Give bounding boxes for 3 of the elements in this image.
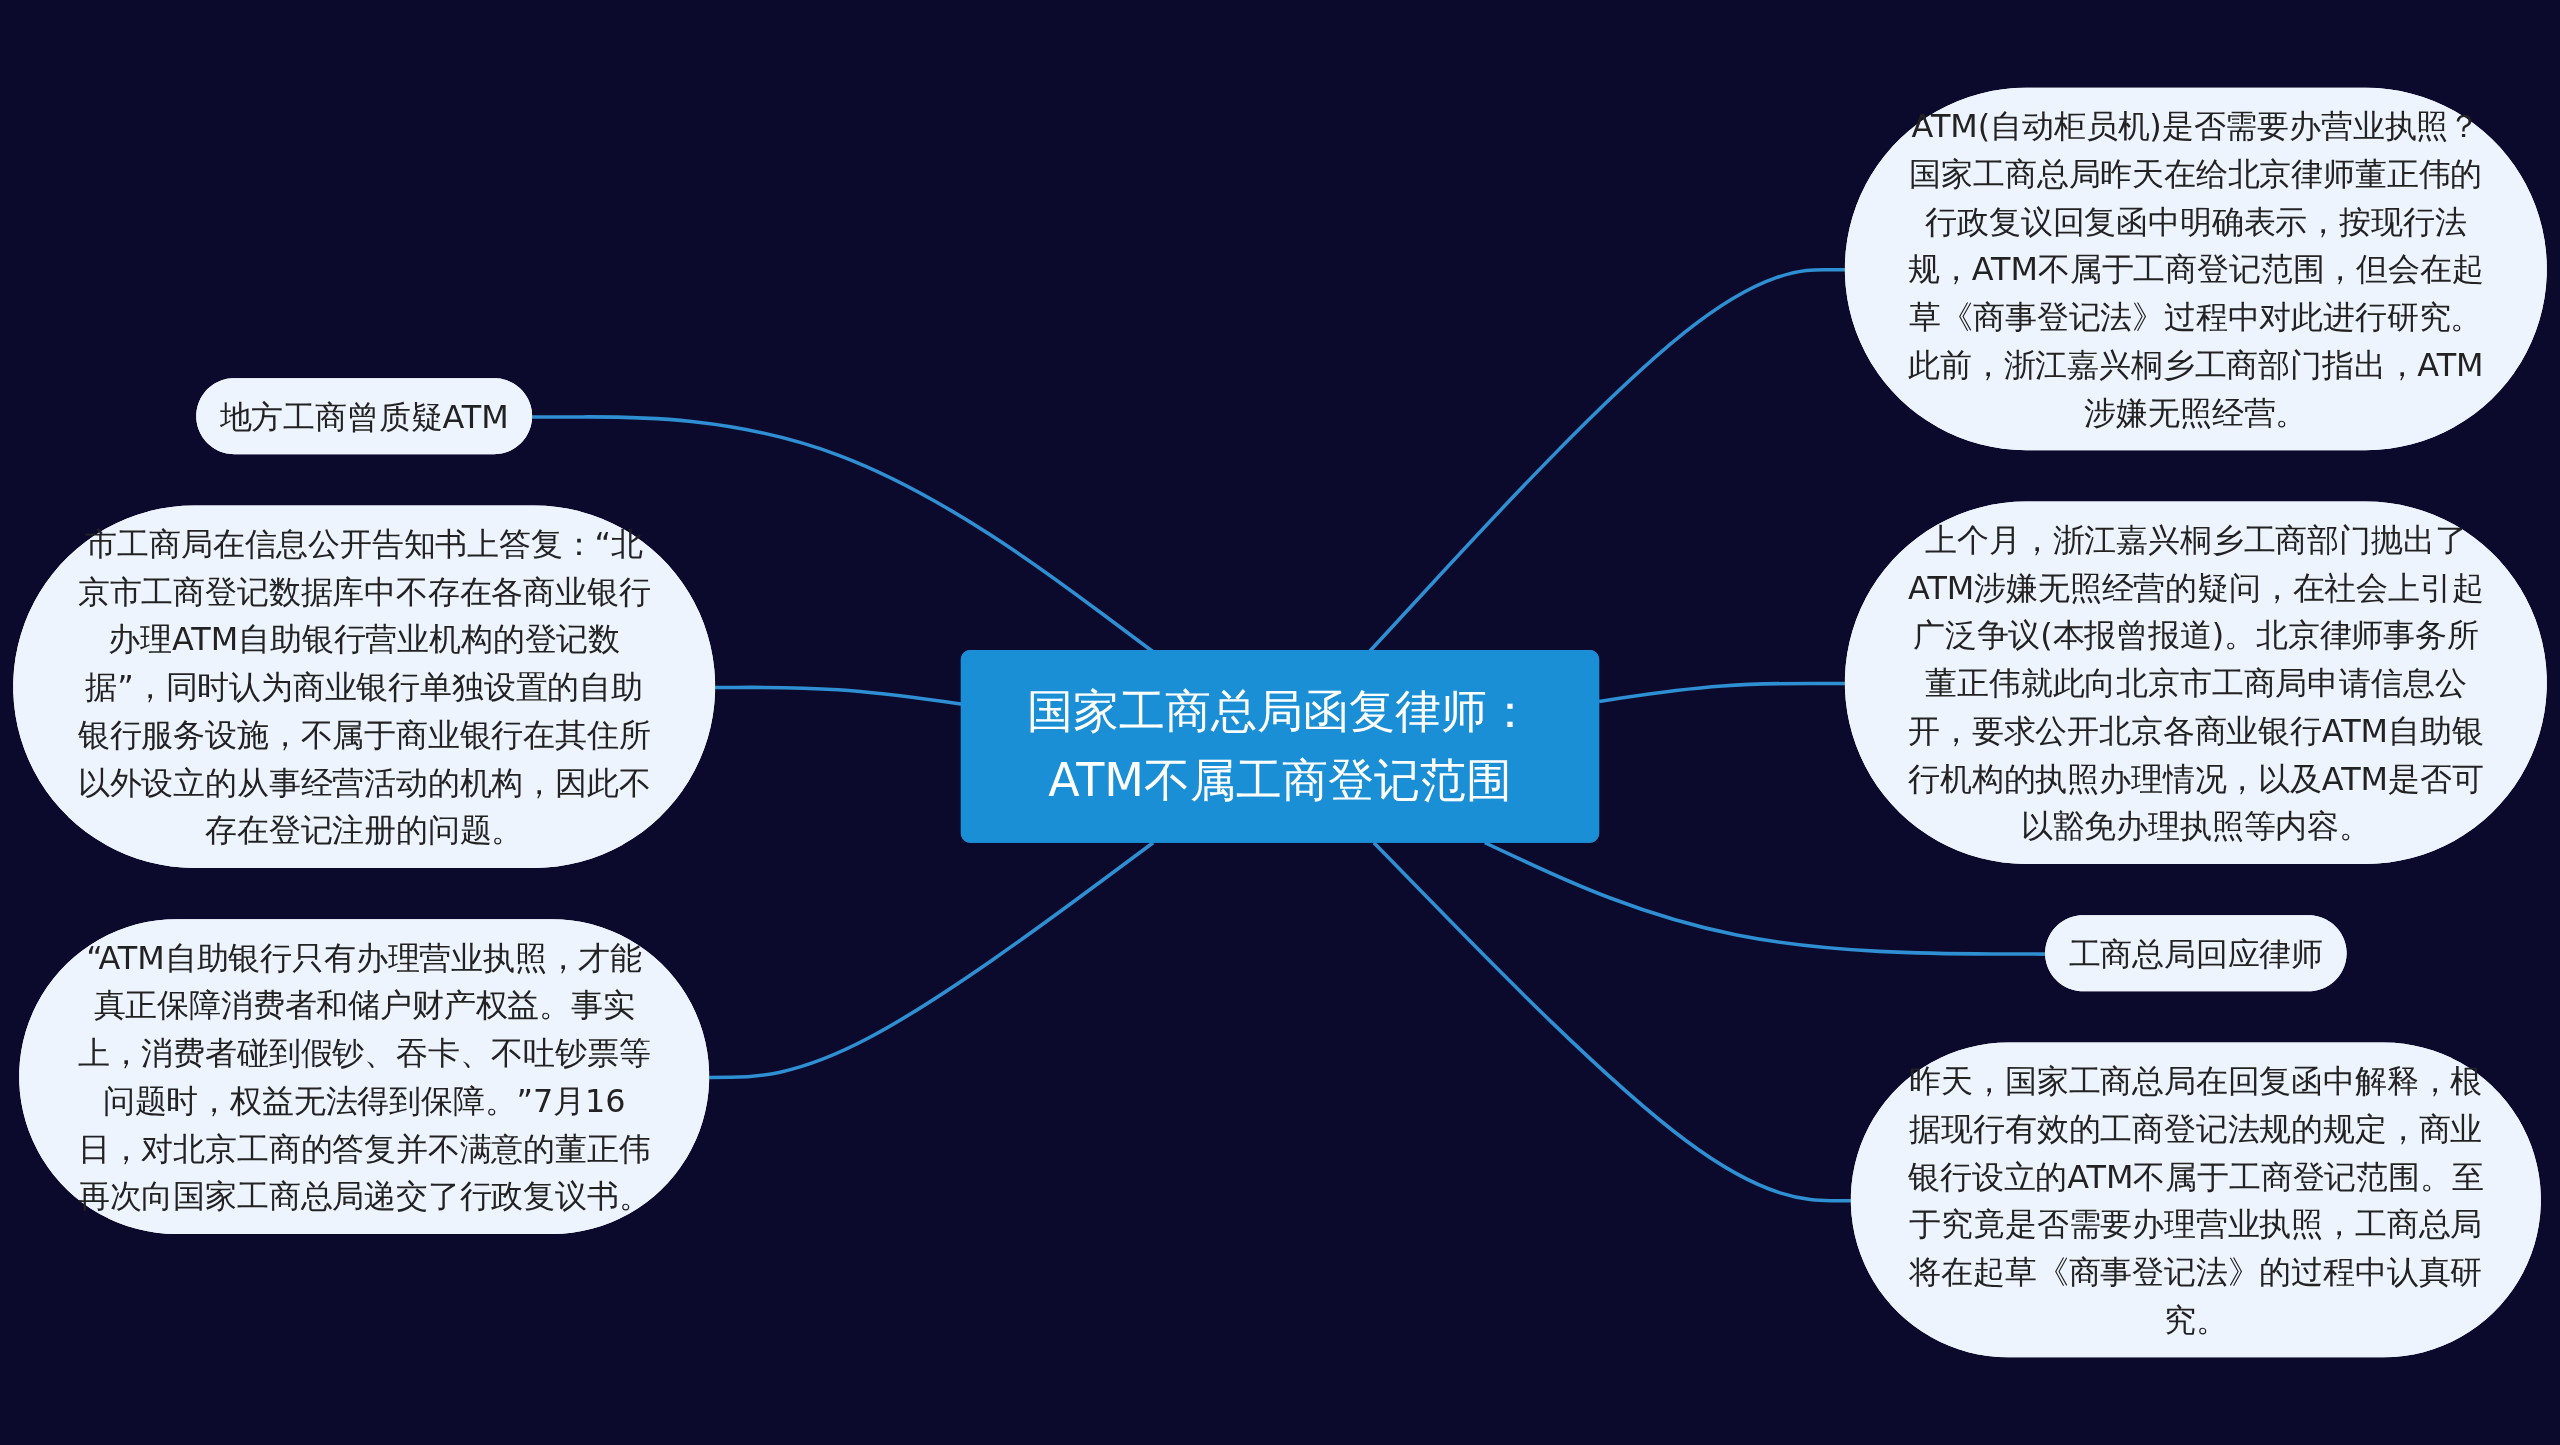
connector [1372, 841, 1853, 1203]
connector [709, 841, 1155, 1080]
connector [1484, 841, 2047, 956]
